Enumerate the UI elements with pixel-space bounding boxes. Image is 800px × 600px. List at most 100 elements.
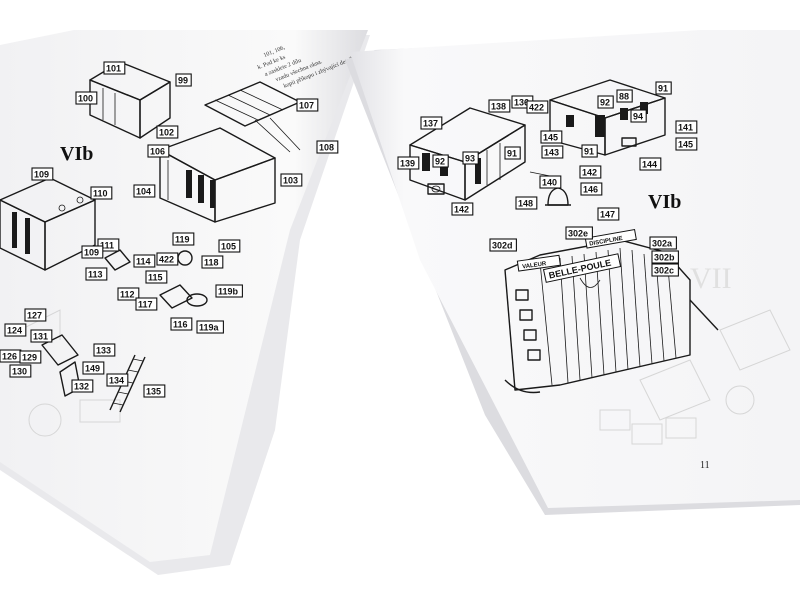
part-label-box	[30, 329, 53, 343]
part-label-text: 149	[85, 364, 100, 374]
part-label-box	[597, 95, 614, 109]
part-label-box	[280, 173, 303, 187]
part-label: 91	[581, 144, 598, 158]
part-label-text: 145	[678, 140, 693, 150]
part-label: 147	[597, 207, 620, 221]
part-label-text: 144	[642, 160, 657, 170]
part-label-text: 139	[400, 159, 415, 169]
part-label-box	[145, 270, 168, 284]
part-label-box	[526, 100, 549, 114]
part-label: 112	[117, 287, 140, 301]
part-label-text: 126	[2, 352, 17, 362]
part-label: 139	[397, 156, 420, 170]
part-label: 148	[515, 196, 538, 210]
right-watermark-shapes: VII	[599, 262, 791, 445]
part-label-box	[75, 91, 98, 105]
part-label: 302b	[651, 250, 679, 264]
right-section-title: VIb	[648, 191, 681, 213]
part-label: 108	[316, 140, 339, 154]
part-label-box	[488, 99, 511, 113]
part-label-text: 302d	[492, 241, 513, 251]
part-label: 91	[655, 81, 672, 95]
part-label-box	[85, 267, 108, 281]
part-label-box	[156, 125, 179, 139]
part-label-text: 102	[159, 128, 174, 138]
part-label: 140	[539, 175, 562, 189]
part-label-text: 103	[283, 176, 298, 186]
part-label-text: 106	[150, 147, 165, 157]
part-label-text: 104	[136, 187, 151, 197]
part-label-text: 108	[319, 143, 334, 153]
part-label-box	[489, 238, 517, 252]
part-label-text: 111	[100, 241, 114, 251]
part-label-text: 119b	[218, 287, 239, 297]
part-label-text: 109	[34, 170, 49, 180]
part-label-box	[451, 202, 474, 216]
part-label: 137	[420, 116, 443, 130]
part-label-box	[675, 137, 698, 151]
part-label-text: 141	[678, 123, 693, 133]
part-label-text: 138	[491, 102, 506, 112]
part-label: 142	[451, 202, 474, 216]
part-label-text: 114	[136, 257, 151, 267]
part-label-box	[541, 145, 564, 159]
part-label-box	[579, 165, 602, 179]
part-label-box	[539, 175, 562, 189]
part-label-text: 93	[465, 154, 475, 164]
part-label-text: 146	[583, 185, 598, 195]
part-label: 92	[597, 95, 614, 109]
part-label: 422	[156, 252, 179, 266]
part-label: 149	[82, 361, 105, 375]
left-page: 101, 106, k. Pod ke ks a zasklete 2 dílu…	[0, 30, 370, 575]
part-label-box	[296, 98, 319, 112]
part-label: 93	[462, 151, 479, 165]
part-label: 132	[71, 379, 94, 393]
part-label-box	[106, 373, 129, 387]
part-label: 135	[143, 384, 166, 398]
part-label: 91	[504, 146, 521, 160]
part-label: 138	[488, 99, 511, 113]
deckhouse-drawing-2	[549, 79, 666, 156]
part-label-text: 133	[96, 346, 111, 356]
part-label-box	[655, 81, 672, 95]
part-label-box	[397, 156, 420, 170]
left-part-labels: 1019910010210610410710810310911010511911…	[0, 61, 339, 398]
part-label: 117	[135, 297, 158, 311]
part-label: 302d	[489, 238, 517, 252]
part-label: 103	[280, 173, 303, 187]
part-label-text: 113	[88, 270, 103, 280]
part-label-box	[651, 263, 679, 277]
part-label-text: 105	[221, 242, 236, 252]
part-label-text: 140	[542, 178, 557, 188]
part-label-box	[651, 250, 679, 264]
part-label-box	[515, 196, 538, 210]
part-label: 131	[30, 329, 53, 343]
part-label-text: 302b	[654, 253, 675, 263]
part-label: 302e	[565, 226, 593, 240]
part-label: 110	[90, 186, 113, 200]
part-label: 130	[9, 364, 32, 378]
part-label: 119	[172, 232, 195, 246]
part-label-box	[630, 109, 647, 123]
part-label: 109	[31, 167, 54, 181]
part-label: 113	[85, 267, 108, 281]
part-label: 109	[81, 245, 104, 259]
part-label: 101	[103, 61, 126, 75]
part-label-box	[71, 379, 94, 393]
part-label: 126	[0, 349, 22, 363]
part-label-box	[31, 167, 54, 181]
part-label-box	[143, 384, 166, 398]
part-label-text: 143	[544, 148, 559, 158]
part-label-box	[156, 252, 179, 266]
part-label-text: 124	[7, 326, 22, 336]
part-label-box	[81, 245, 104, 259]
part-label: 422	[526, 100, 549, 114]
part-label-box	[675, 120, 698, 134]
part-label-text: 109	[84, 248, 99, 258]
part-label: 115	[145, 270, 168, 284]
part-label-text: 107	[299, 101, 314, 111]
part-label: 302a	[649, 236, 677, 250]
part-label-box	[420, 116, 443, 130]
